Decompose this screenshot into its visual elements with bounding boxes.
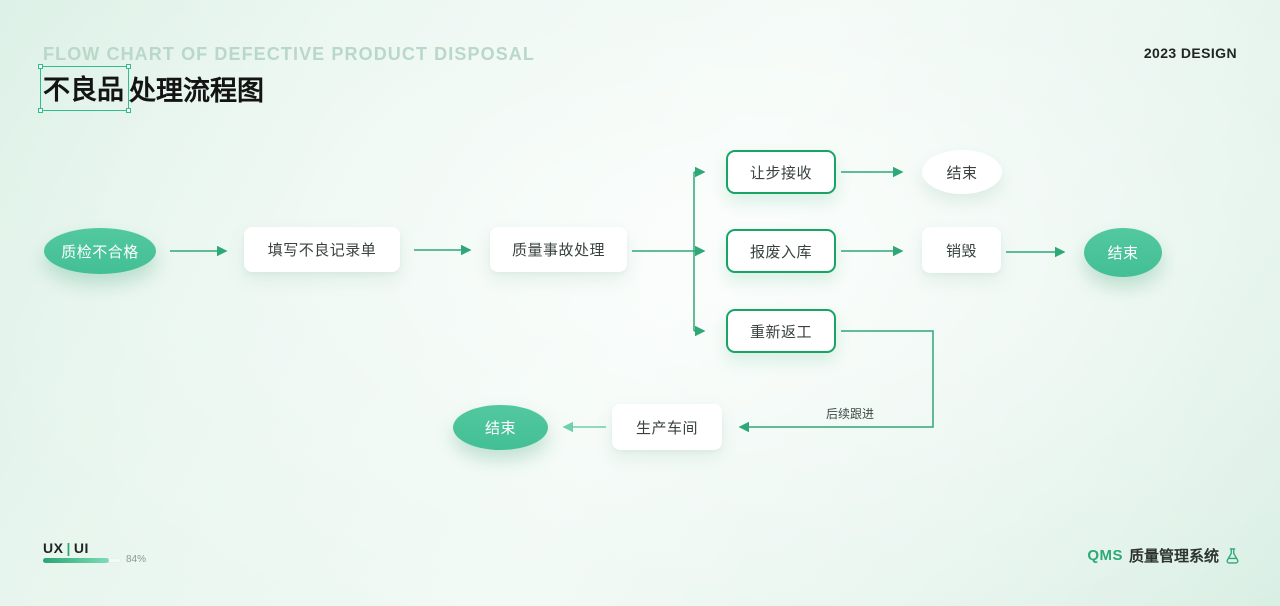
flow-node-end-rework-label: 结束: [484, 420, 516, 437]
flask-icon: [1225, 547, 1240, 564]
flow-node-end-concession-label: 结束: [946, 164, 978, 182]
flow-node-end-concession: 结束: [922, 150, 1002, 194]
flow-node-scrap-label: 报废入库: [749, 243, 812, 261]
flow-node-rework: 重新返工: [726, 309, 836, 353]
flow-node-end-scrap: 结束: [1084, 228, 1162, 277]
flow-node-fill-record-label: 填写不良记录单: [267, 242, 377, 259]
selection-handle-icon: [38, 108, 43, 113]
progress-bar-fill: [43, 558, 109, 563]
brand-name: 质量管理系统: [1128, 548, 1219, 565]
brand-abbr: QMS: [1087, 547, 1123, 564]
flow-node-incident-label: 质量事故处理: [511, 242, 605, 259]
flow-node-scrap: 报废入库: [726, 229, 836, 273]
flow-node-concession-label: 让步接收: [749, 164, 812, 182]
followup-edge-label: 后续跟进: [825, 407, 874, 421]
ux-label: UX: [43, 540, 64, 556]
page-title: 不良品 处理流程图: [38, 64, 264, 113]
title-rest-text: 处理流程图: [129, 76, 264, 106]
flow-node-destroy-label: 销毁: [945, 242, 977, 260]
year-badge: 2023 DESIGN: [1143, 45, 1237, 61]
flow-node-fill-record: 填写不良记录单: [244, 227, 400, 272]
selection-handle-icon: [126, 108, 131, 113]
flow-node-workshop-label: 生产车间: [635, 419, 698, 437]
flow-node-incident: 质量事故处理: [490, 227, 627, 272]
flow-node-end-scrap-label: 结束: [1107, 245, 1139, 262]
selection-handle-icon: [38, 64, 43, 69]
flow-node-start: 质检不合格: [44, 228, 156, 274]
flow-node-start-label: 质检不合格: [61, 243, 139, 261]
progress-percent: 84%: [126, 554, 147, 565]
flow-node-rework-label: 重新返工: [749, 323, 812, 341]
flow-node-concession: 让步接收: [726, 150, 836, 194]
uxui-label: UX|UI: [43, 540, 89, 556]
flow-node-destroy: 销毁: [922, 227, 1001, 273]
uxui-separator: |: [66, 540, 71, 556]
brand-logo: QMS 质量管理系统: [1087, 545, 1240, 566]
flow-node-workshop: 生产车间: [612, 404, 722, 450]
edge-rework-workshop: [738, 330, 934, 433]
selection-handle-icon: [126, 64, 131, 69]
title-highlight-text: 不良品: [43, 75, 124, 105]
ui-label: UI: [73, 540, 89, 556]
flow-node-end-rework: 结束: [453, 405, 548, 450]
progress-bar: [43, 558, 121, 563]
subtitle-english: FLOW CHART OF DEFECTIVE PRODUCT DISPOSAL: [43, 44, 535, 64]
title-selection-box: 不良品: [38, 64, 131, 113]
